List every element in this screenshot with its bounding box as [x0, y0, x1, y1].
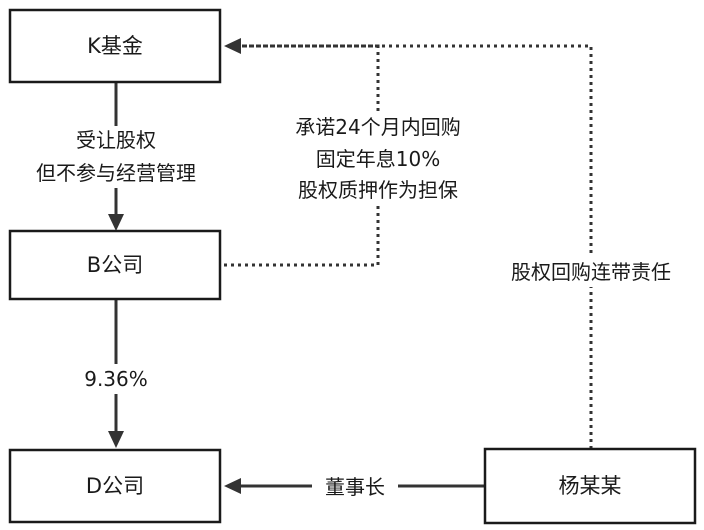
node-b-company: B公司: [8, 229, 222, 301]
arrowhead-yang-to-d: [224, 478, 241, 494]
arrowhead-to-k: [224, 38, 241, 54]
label-yang-to-d: 董事长: [325, 475, 385, 499]
node-k-fund-label: K基金: [87, 34, 143, 58]
label-bg-b-to-d: [76, 364, 156, 394]
label-b-to-k-line1: 承诺24个月内回购: [295, 115, 460, 139]
label-bg-yang-to-d: [312, 472, 398, 502]
node-yang-box: [483, 447, 697, 525]
label-b-to-k-line2: 固定年息10%: [316, 147, 440, 171]
label-bg-yang-to-k: [491, 257, 691, 287]
node-d-company: D公司: [8, 448, 222, 524]
label-k-to-b-line2: 但不参与经营管理: [36, 161, 196, 185]
node-d-company-box: [8, 448, 222, 524]
edge-yang-to-k: [238, 44, 593, 449]
node-yang: 杨某某: [483, 447, 697, 525]
arrowhead-k-to-b: [108, 214, 124, 231]
node-b-company-box: [8, 229, 222, 301]
arrowhead-b-to-d: [108, 431, 124, 448]
label-bg-k-to-b: [16, 126, 216, 188]
node-d-company-label: D公司: [86, 474, 144, 498]
node-k-fund: K基金: [8, 8, 222, 84]
node-b-company-label: B公司: [87, 253, 143, 277]
node-yang-label: 杨某某: [559, 474, 622, 498]
label-bg-b-to-k: [276, 112, 480, 206]
label-b-to-d: 9.36%: [84, 367, 148, 391]
label-b-to-k-line3: 股权质押作为担保: [298, 178, 458, 202]
label-k-to-b-line1: 受让股权: [76, 128, 156, 152]
label-yang-to-k: 股权回购连带责任: [511, 260, 671, 284]
node-k-fund-box: [8, 8, 222, 84]
